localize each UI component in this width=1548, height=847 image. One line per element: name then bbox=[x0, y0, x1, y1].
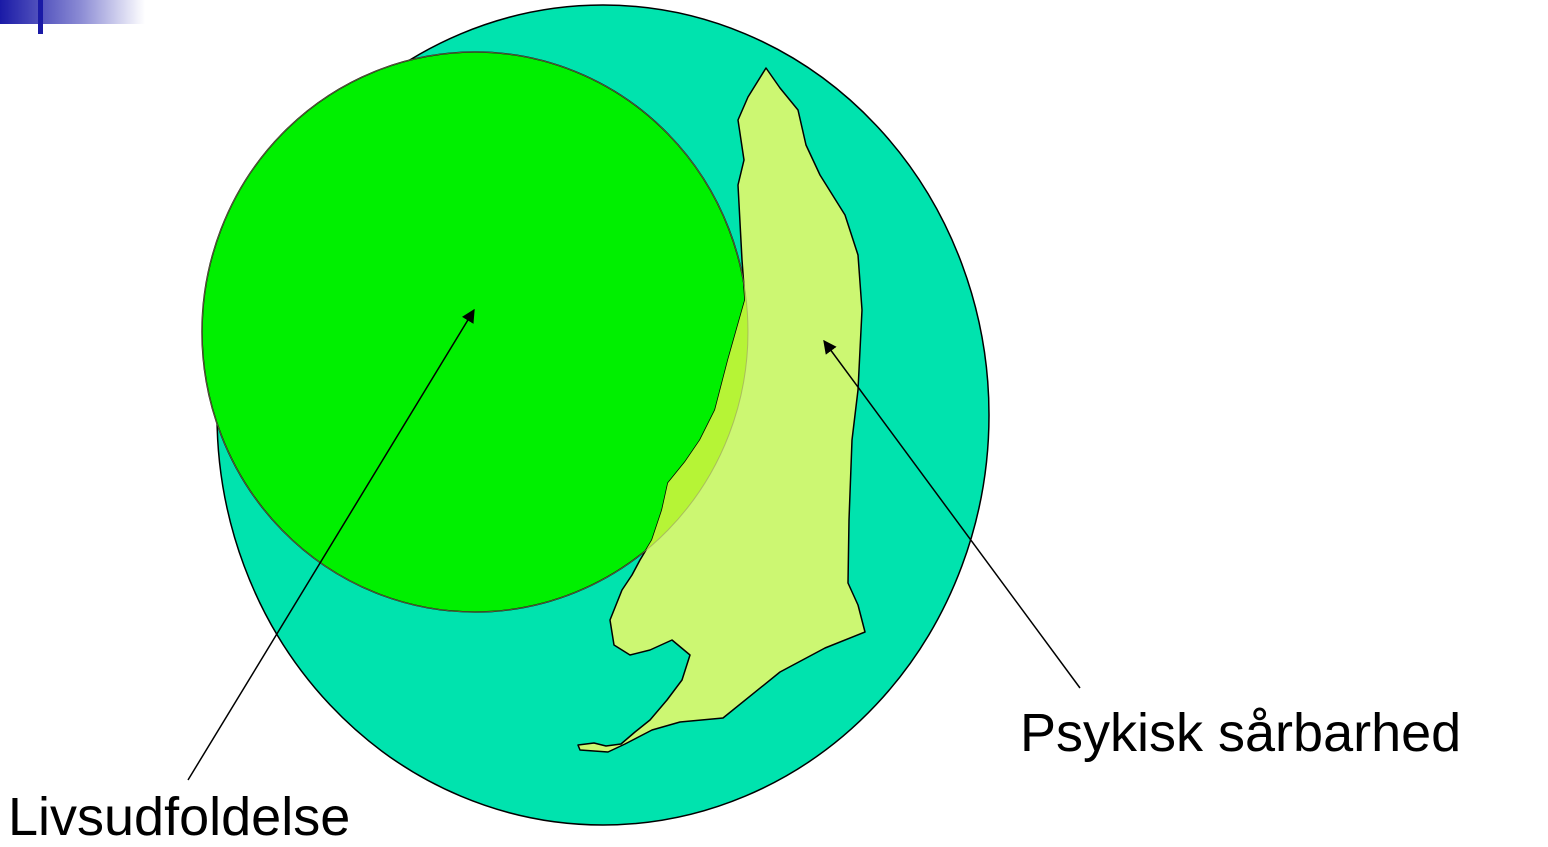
label-psykisk-saarbarhed: Psykisk sårbarhed bbox=[1020, 703, 1462, 763]
corner-decoration bbox=[0, 0, 145, 24]
inner-circle-edge bbox=[201, 51, 749, 613]
label-livsudfoldelse: Livsudfoldelse bbox=[8, 787, 351, 847]
corner-accent-bar bbox=[38, 0, 43, 34]
arrow-livsudfoldelse bbox=[187, 308, 475, 781]
arrow-psykisk-saarbarhed bbox=[823, 339, 1081, 689]
